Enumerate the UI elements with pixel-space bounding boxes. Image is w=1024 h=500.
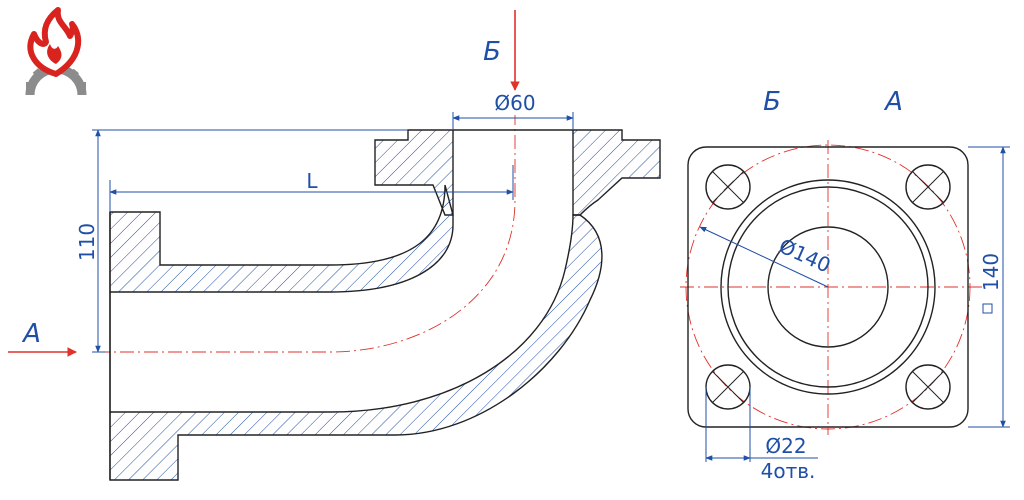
upper-wall-hatch — [109, 184, 454, 293]
bolt-hole-top-right — [905, 164, 951, 210]
bolt-hole-bottom-left — [705, 364, 751, 410]
flange-front-view — [680, 140, 985, 435]
bore-dimension-label: Ø60 — [494, 91, 535, 115]
view-label-a: А — [883, 87, 903, 117]
section-label-a: А — [21, 319, 41, 349]
bolt-hole-top-left — [705, 164, 751, 210]
dimensions-section — [92, 112, 574, 353]
bolt-hole-bottom-right — [905, 364, 951, 410]
square-dimension-label: 140 — [979, 253, 1003, 291]
height-dimension-label: 110 — [75, 223, 99, 261]
dimensions-flange — [699, 146, 1010, 462]
section-label-b: Б — [483, 37, 501, 67]
view-label-b: Б — [763, 87, 781, 117]
flame-gear-icon — [25, 7, 87, 96]
length-dimension-label: L — [306, 169, 318, 193]
square-flange-outline — [687, 146, 969, 428]
top-flange-hatch — [374, 129, 661, 216]
elbow-section-view — [96, 115, 661, 481]
hole-diameter-label: Ø22 — [765, 434, 806, 458]
hole-count-label: 4отв. — [761, 459, 816, 483]
bolt-circle-dimension-label: Ø140 — [775, 234, 834, 278]
lower-wall-hatch — [109, 214, 603, 481]
